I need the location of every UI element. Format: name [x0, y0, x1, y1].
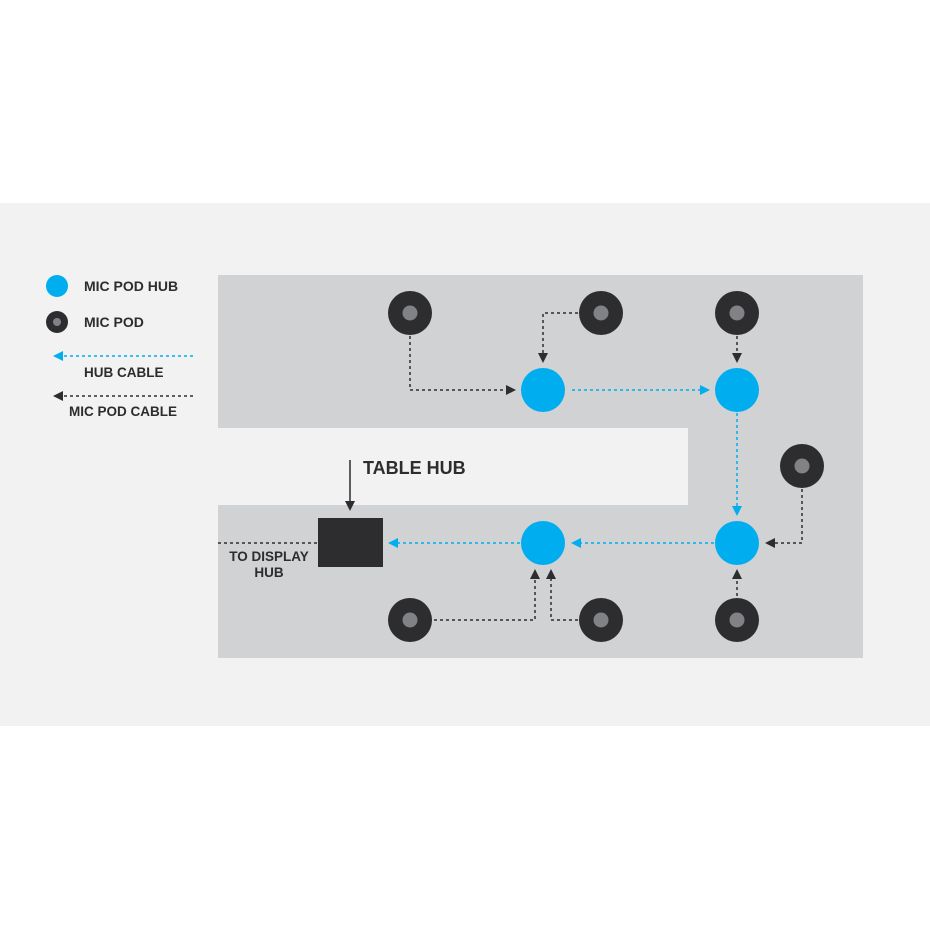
conference-table [218, 275, 863, 658]
mic-pod [388, 291, 432, 335]
legend-hub-cable-label: HUB CABLE [84, 365, 164, 380]
pod-cable-right [765, 489, 803, 548]
mic-pod-hubs [521, 368, 759, 565]
legend-pod-label: MIC POD [84, 314, 144, 330]
to-display-label-line1: TO DISPLAY [229, 549, 309, 564]
hub-cables [388, 385, 742, 548]
table-hub [318, 518, 383, 567]
legend-pod-cable-label: MIC POD CABLE [69, 404, 177, 419]
mic-pod [715, 291, 759, 335]
mic-pod [579, 598, 623, 642]
mic-pod-hub [521, 521, 565, 565]
to-display-label-line2: HUB [254, 565, 283, 580]
mic-pod-hub [715, 521, 759, 565]
mic-pod-hub [715, 368, 759, 412]
mic-pod [388, 598, 432, 642]
pod-cable-top-middle [538, 312, 578, 363]
pod-cable-bottom-middle [546, 569, 578, 621]
pod-cable-bottom-left [434, 569, 540, 621]
mic-pod [715, 598, 759, 642]
pod-cable-top-left [409, 336, 516, 395]
mic-pod [579, 291, 623, 335]
legend-hub-label: MIC POD HUB [84, 278, 178, 294]
mic-pod [780, 444, 824, 488]
legend-pod-icon-center [53, 318, 61, 326]
mic-pod-cables [218, 312, 803, 621]
mic-pod-hub [521, 368, 565, 412]
legend-hub-icon [46, 275, 68, 297]
mic-pods [388, 291, 824, 642]
table-hub-label: TABLE HUB [363, 458, 466, 478]
legend: MIC POD HUB MIC POD HUB CABLE MIC POD CA… [46, 275, 193, 419]
